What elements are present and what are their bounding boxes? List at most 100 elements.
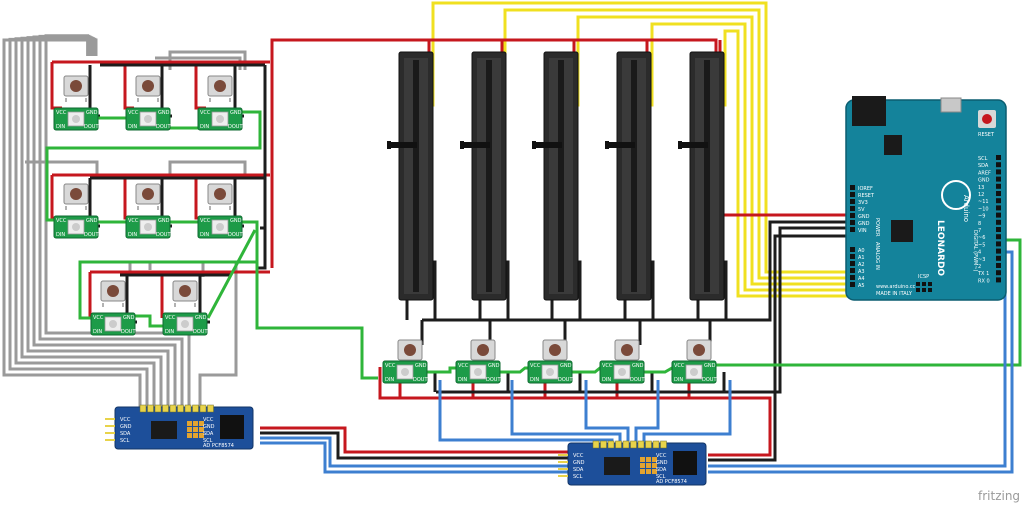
fader-knob-tip [678, 141, 682, 149]
jumper-pad [193, 427, 198, 432]
pin-label: VCC [530, 363, 541, 369]
power-pin [850, 192, 855, 197]
pin-label: DOUT [228, 232, 243, 238]
rgb-led-lens [144, 223, 152, 231]
output-pin-label: GND [656, 460, 668, 466]
header-pin [147, 404, 154, 413]
green-wire [130, 314, 170, 328]
pin-label: GND [415, 363, 427, 369]
power-pin [850, 213, 855, 218]
blue-wire [584, 380, 630, 448]
fritzing-watermark: fritzing [978, 489, 1020, 503]
icsp-pin [922, 282, 926, 286]
power-header-label: POWER [874, 218, 880, 237]
push-buttons [63, 75, 712, 366]
digital-header-label: DIGITAL (PWM~) [972, 230, 978, 272]
header-pin [169, 404, 177, 413]
icsp-pin [928, 288, 932, 292]
rgb-led-lens [72, 115, 80, 123]
digital-pin [996, 227, 1001, 232]
push-button [63, 75, 89, 102]
header-pin [139, 404, 147, 413]
output-pin-label: GND [203, 424, 215, 430]
power-pin-label: IOREF [858, 186, 873, 192]
button-cap [621, 344, 633, 356]
fader-slot [486, 60, 492, 292]
pcf8574-label: AD PCF8574 [203, 443, 234, 449]
header-pin [607, 440, 615, 449]
digital-pin [996, 263, 1001, 268]
rgb-led-lens [144, 115, 152, 123]
power-pin [850, 199, 855, 204]
red-wire [123, 62, 134, 110]
digital-pin [996, 241, 1001, 247]
power-pin [850, 185, 855, 190]
rgb-led-lens [109, 320, 117, 328]
header-pin [630, 440, 637, 449]
green-wire [78, 220, 259, 320]
pin-label: VCC [56, 110, 67, 116]
pin-label: GND [230, 110, 242, 116]
input-pin-label: SCL [573, 474, 583, 480]
digital-pin [996, 270, 1001, 276]
push-button [135, 75, 161, 102]
gray-wire [168, 160, 247, 178]
analog-pin [850, 282, 855, 287]
digital-pin-label: 13 [978, 185, 984, 191]
pin-label: DIN [165, 329, 174, 335]
header-pin [615, 440, 622, 449]
input-pin-label: SDA [120, 431, 131, 437]
red-wire [194, 62, 206, 110]
black-wire [422, 220, 855, 322]
reset-button [982, 114, 992, 124]
fader-knob [680, 142, 708, 148]
pin-label: VCC [200, 110, 211, 116]
fader-knob-tip [605, 141, 609, 149]
rgb-led-lens [690, 368, 698, 376]
rgb-led-lens [72, 223, 80, 231]
analog-header-label: ANALOG IN [874, 242, 880, 270]
push-button [397, 339, 423, 366]
icsp-pin [922, 288, 926, 292]
digital-pin-label: AREF [978, 170, 991, 176]
rgb-led-lens [216, 223, 224, 231]
fader-knob-tip [460, 141, 464, 149]
digital-pin-label: RX 0 [978, 278, 990, 284]
button-cap [70, 188, 82, 200]
analog-pin-label: A4 [858, 276, 865, 282]
digital-pin-label: 4 [978, 250, 981, 256]
pin-label: VCC [200, 218, 211, 224]
black-wire [258, 65, 267, 270]
push-button [100, 280, 126, 307]
jumper-pad [652, 469, 657, 474]
icsp-pin [916, 288, 920, 292]
push-button [172, 280, 198, 307]
pin-label: DIN [200, 232, 209, 238]
pin-label: DOUT [156, 232, 171, 238]
fader-knob-tip [532, 141, 536, 149]
pin-label: GND [230, 218, 242, 224]
jumper-pad [652, 463, 657, 468]
button-cap [549, 344, 561, 356]
pcf8574-board [114, 406, 254, 450]
jumper-pad [187, 433, 192, 438]
pin-label: GND [704, 363, 716, 369]
digital-pin-label: ~3 [978, 257, 985, 263]
jumper-pad [193, 433, 198, 438]
digital-pin-label: 12 [978, 192, 984, 198]
green-wire [420, 366, 460, 374]
pcf8574-board [567, 442, 707, 486]
arduino-leonardo-board: RESETArduinoLEONARDOICSPwww.arduino.ccMA… [845, 96, 1007, 301]
header-pin [177, 404, 184, 413]
slide-potentiometer [678, 51, 725, 301]
pin-label: GND [86, 218, 98, 224]
button-cap [70, 80, 82, 92]
microcontroller-chip [891, 220, 913, 242]
button-cap [214, 80, 226, 92]
pin-label: DOUT [486, 377, 501, 383]
